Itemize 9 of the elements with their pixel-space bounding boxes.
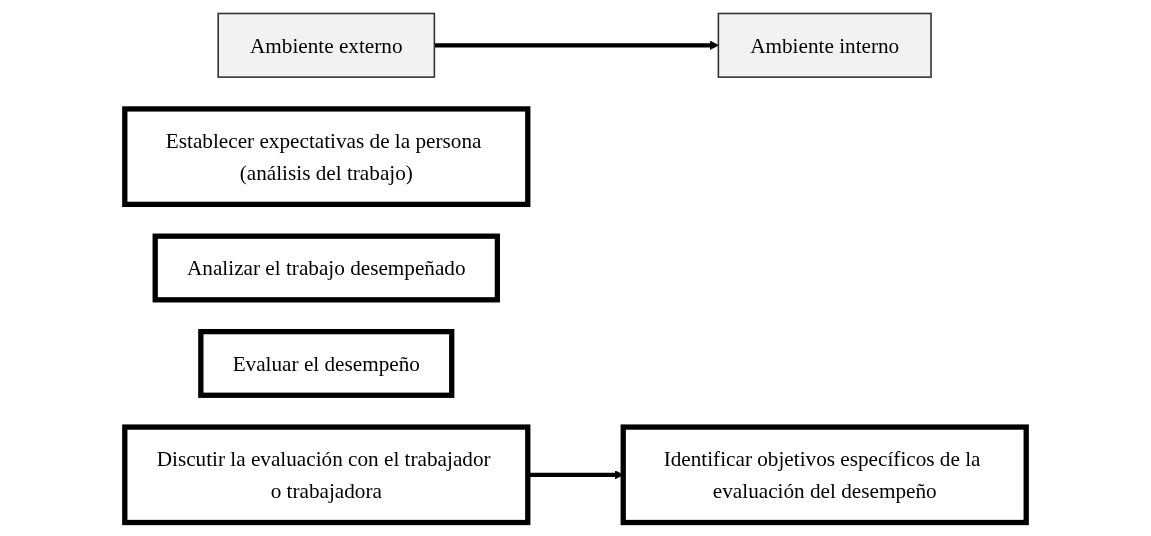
arrow xyxy=(527,470,624,480)
node-box: Identificar objetivos específicos de la evaluación del desempeño xyxy=(620,424,1029,526)
node-box: Ambiente interno xyxy=(717,12,932,78)
node-box: Establecer expectativas de la persona (análisis del trabajo) xyxy=(122,106,531,207)
node-box: Discutir la evaluación con el trabajador o trabajadora xyxy=(122,424,531,526)
node-box: Evaluar el desempeño xyxy=(198,329,455,398)
node-box: Analizar el trabajo desempeñado xyxy=(152,233,500,303)
arrow xyxy=(434,40,719,50)
node-box: Ambiente externo xyxy=(217,12,436,78)
